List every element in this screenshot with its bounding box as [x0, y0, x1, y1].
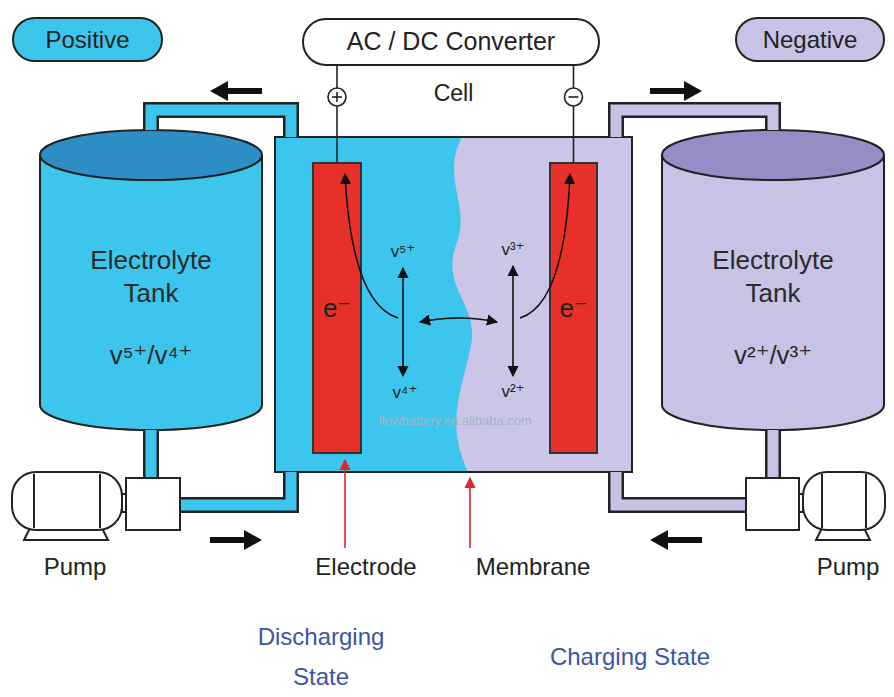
node-title: AC / DC Converter: [347, 26, 555, 57]
ion-arrow: [402, 268, 404, 376]
wire-line: [573, 66, 575, 163]
flow-arrow: [210, 530, 262, 550]
electrode: e⁻: [313, 163, 361, 453]
electrolyte-tank: Electrolyte Tank v⁵⁺/v⁴⁺: [40, 130, 262, 430]
part-label: Electrode: [315, 553, 416, 582]
ion-label: v²⁺: [501, 382, 524, 402]
flow-arrow: [210, 81, 262, 101]
part-label: Pump: [44, 553, 107, 582]
motor-line: [865, 474, 867, 528]
part-label: Membrane: [476, 553, 591, 582]
leader-lines: [345, 460, 470, 548]
state-label: Charging State: [540, 637, 720, 677]
pump-housing: [126, 478, 180, 530]
pump-housing: [746, 478, 799, 530]
watermark: flowbattery.en.alibaba.com: [378, 413, 532, 429]
pole-badge: Negative: [735, 17, 885, 62]
cell-outline: [275, 137, 632, 472]
node-title: e⁻: [559, 292, 587, 325]
negative-terminal: [565, 88, 583, 106]
negative-tank: [662, 130, 884, 430]
node-title: Electrolyte Tank: [70, 244, 232, 309]
flow-arrow: [650, 530, 702, 550]
motor-line: [99, 474, 101, 528]
ion-arrow: [420, 318, 497, 322]
pipe: [151, 110, 291, 137]
node-title: Electrolyte Tank: [692, 244, 854, 309]
electrode: e⁻: [550, 163, 597, 453]
electrode-plate: [313, 163, 361, 453]
pipe-wall: [151, 110, 291, 137]
pump-symbol: [746, 472, 885, 540]
leader-line: [469, 478, 471, 548]
pipe-fluid: [151, 110, 291, 137]
motor-line: [821, 474, 823, 528]
node-title: Cell: [275, 79, 632, 108]
electron-arrow: [345, 174, 398, 318]
motor-line: [33, 474, 35, 528]
node-text: v⁵⁺/v⁴⁺: [110, 339, 193, 372]
pump-motor: [803, 472, 885, 530]
wire: [337, 66, 338, 163]
ion-label: v⁵⁺: [391, 242, 416, 262]
wire-line: [336, 66, 338, 163]
wire: [573, 66, 574, 163]
ion-arrow: [512, 266, 514, 376]
electrode-plate: [550, 163, 597, 453]
node-title: Negative: [763, 25, 858, 55]
pipe-wall: [616, 110, 773, 137]
pump-symbol: [12, 472, 180, 540]
ion-arrows: [345, 174, 570, 376]
positive-terminal: [328, 88, 346, 106]
tank-body: [40, 155, 262, 430]
positive-half: [275, 137, 632, 472]
cell-body: [275, 137, 632, 472]
ion-label: v³⁺: [501, 240, 524, 260]
ion-label: v⁴⁺: [393, 383, 418, 403]
node-title: Positive: [45, 25, 129, 55]
plus-sign: [336, 92, 338, 102]
tank-body: [662, 155, 884, 430]
converter-box: AC / DC Converter: [302, 18, 600, 66]
pipe: [616, 110, 773, 137]
node-title: e⁻: [323, 292, 351, 325]
positive-tank: [40, 130, 262, 430]
part-label: Pump: [817, 553, 880, 582]
flow-arrow: [650, 81, 702, 101]
pipe-fluid: [616, 110, 773, 137]
minus-sign: [569, 96, 579, 98]
node-text: v²⁺/v³⁺: [734, 339, 812, 372]
electrolyte-tank: Electrolyte Tank v²⁺/v³⁺: [662, 130, 884, 430]
pole-badge: Positive: [12, 17, 163, 62]
state-label: Discharging State: [231, 617, 411, 697]
leader-line: [344, 460, 346, 548]
pump-motor: [12, 472, 122, 530]
tank-top: [40, 130, 262, 180]
tank-top: [662, 130, 884, 180]
